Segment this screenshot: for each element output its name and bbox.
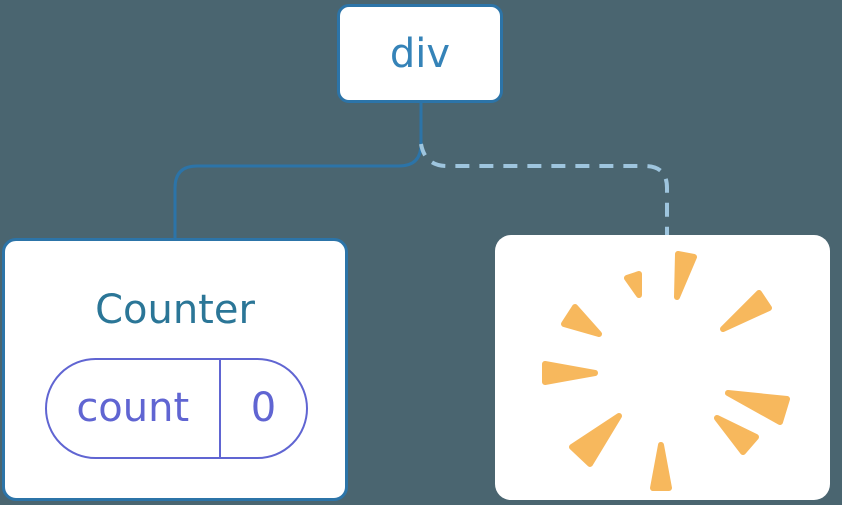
node-removed (495, 235, 830, 500)
node-counter-label: Counter (95, 287, 255, 333)
poof-ray (650, 442, 672, 491)
poof-ray (542, 361, 598, 385)
poof-ray (569, 413, 622, 467)
poof-icon (542, 251, 790, 491)
poof-ray (624, 271, 642, 298)
poof-ray (720, 290, 772, 332)
state-pill: count 0 (45, 358, 308, 459)
pill-divider (218, 360, 221, 457)
node-div-label: div (389, 30, 451, 77)
state-value-label: 0 (250, 384, 277, 431)
poof-ray (674, 251, 697, 300)
node-div: div (337, 4, 503, 103)
node-counter: Counter count 0 (2, 238, 348, 501)
poof-ray (714, 415, 759, 455)
connector-dashed-line (419, 143, 669, 237)
poof-ray (725, 390, 790, 425)
poof-ray (561, 304, 602, 337)
state-key-label: count (76, 384, 190, 431)
connector-solid-line (173, 100, 423, 242)
